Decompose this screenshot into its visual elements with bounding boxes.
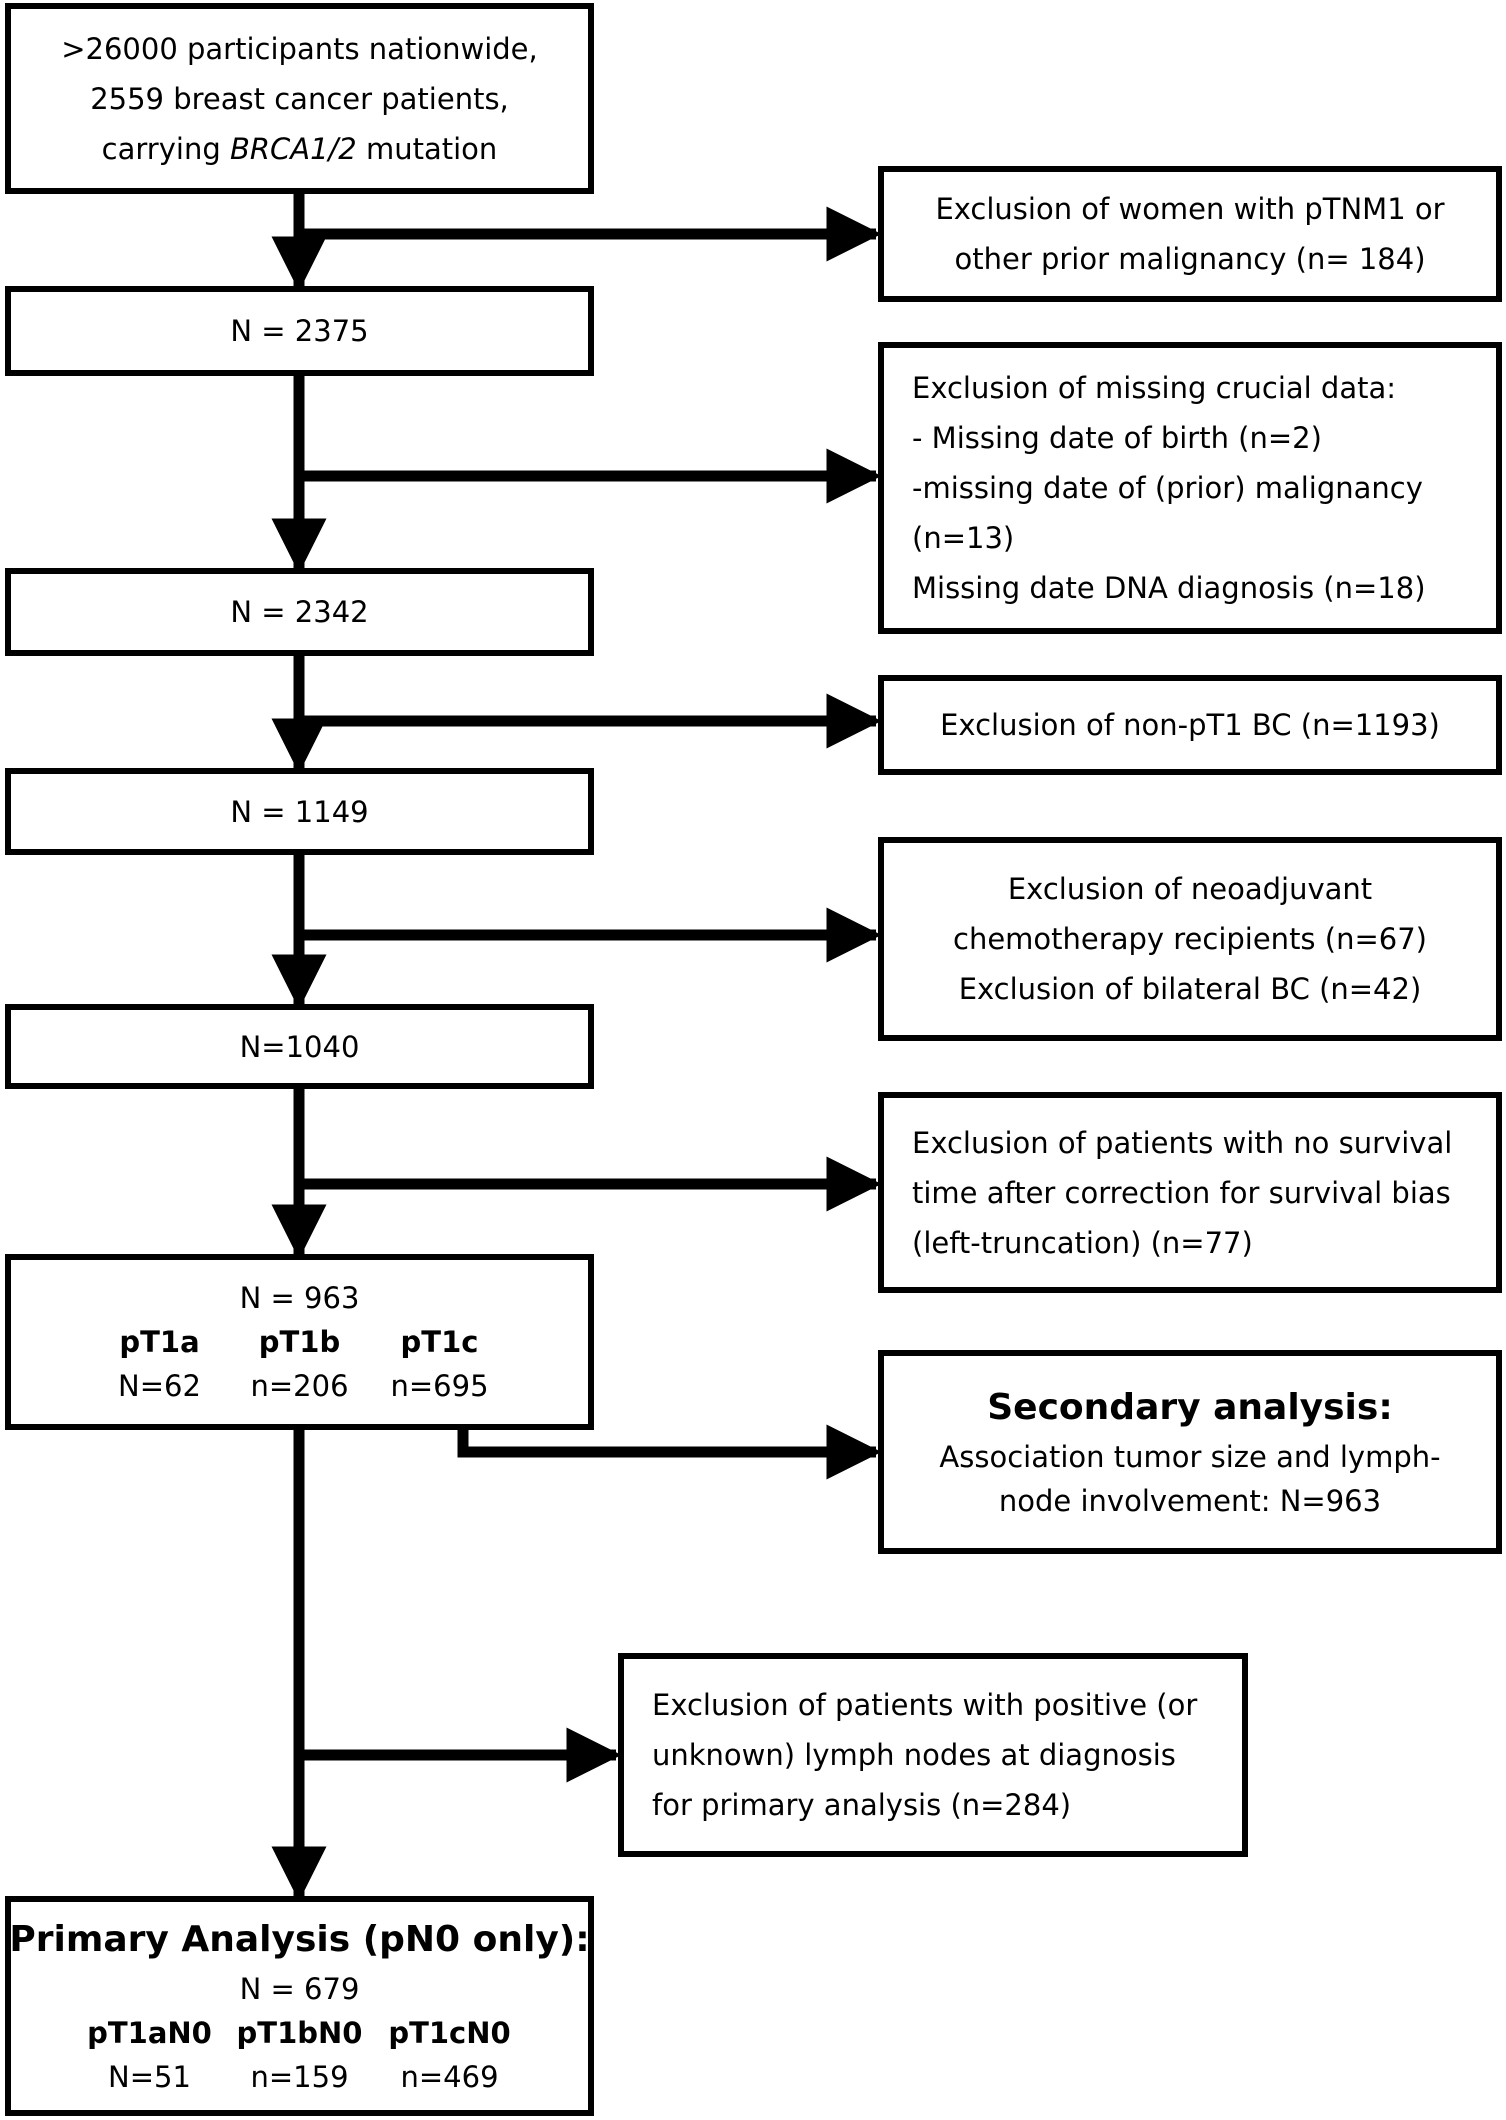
secondary-line-1: Association tumor size and lymph- bbox=[939, 1440, 1441, 1474]
count-box-963: N = 963 pT1a pT1b pT1c N=62 n=206 n=695 bbox=[5, 1254, 594, 1430]
secondary-title: Secondary analysis: bbox=[987, 1387, 1393, 1428]
excl4-line-1: Exclusion of neoadjuvant bbox=[1007, 872, 1373, 906]
excl4-line-2: chemotherapy recipients (n=67) bbox=[953, 922, 1427, 956]
exclusion-missing-data-box: Exclusion of missing crucial data: - Mis… bbox=[878, 342, 1502, 634]
header-pt1cn0: pT1cN0 bbox=[388, 2016, 511, 2050]
count-pt1bn0: n=159 bbox=[250, 2060, 349, 2094]
count-963: N = 963 bbox=[239, 1281, 360, 1315]
count-679: N = 679 bbox=[239, 1972, 360, 2006]
count-box-2375: N = 2375 bbox=[5, 286, 594, 376]
start-line-1: >26000 participants nationwide, bbox=[61, 31, 538, 66]
pt1-subgroup-counts: N=62 n=206 n=695 bbox=[90, 1364, 510, 1408]
count-box-1040: N=1040 bbox=[5, 1004, 594, 1089]
exclusion-left-truncation-box: Exclusion of patients with no survival t… bbox=[878, 1092, 1502, 1293]
secondary-line-2: node involvement: N=963 bbox=[998, 1484, 1382, 1518]
count-pt1c: n=695 bbox=[390, 1369, 489, 1403]
count-pt1cn0: n=469 bbox=[400, 2060, 499, 2094]
count-2375: N = 2375 bbox=[230, 314, 369, 348]
header-pt1a: pT1a bbox=[119, 1325, 200, 1359]
excl2-line-4: (n=13) bbox=[912, 521, 1015, 555]
excl6-line-1: Exclusion of patients with positive (or bbox=[652, 1688, 1198, 1722]
excl1-line-1: Exclusion of women with pTNM1 or bbox=[935, 192, 1445, 226]
exclusion-prior-malignancy-box: Exclusion of women with pTNM1 or other p… bbox=[878, 166, 1502, 302]
excl2-line-2: - Missing date of birth (n=2) bbox=[912, 421, 1322, 455]
excl5-line-2: time after correction for survival bias bbox=[912, 1175, 1451, 1210]
exclusion-neoadjuvant-box: Exclusion of neoadjuvant chemotherapy re… bbox=[878, 837, 1502, 1041]
pn0-subgroup-headers: pT1aN0 pT1bN0 pT1cN0 bbox=[75, 2011, 525, 2055]
excl5-line-1: Exclusion of patients with no survival bbox=[912, 1125, 1453, 1160]
exclusion-positive-nodes-box: Exclusion of patients with positive (or … bbox=[618, 1653, 1248, 1857]
primary-title: Primary Analysis (pN0 only): bbox=[9, 1919, 590, 1960]
header-pt1b: pT1b bbox=[258, 1325, 341, 1359]
primary-analysis-box: Primary Analysis (pN0 only): N = 679 pT1… bbox=[5, 1896, 594, 2116]
count-pt1a: N=62 bbox=[118, 1369, 201, 1403]
count-box-2342: N = 2342 bbox=[5, 568, 594, 656]
excl2-line-5: Missing date DNA diagnosis (n=18) bbox=[912, 571, 1426, 605]
start-line-2: 2559 breast cancer patients, bbox=[90, 81, 509, 116]
secondary-analysis-box: Secondary analysis: Association tumor si… bbox=[878, 1350, 1502, 1554]
excl2-line-3: -missing date of (prior) malignancy bbox=[912, 471, 1423, 505]
header-pt1c: pT1c bbox=[400, 1325, 479, 1359]
count-1149: N = 1149 bbox=[230, 794, 369, 829]
count-pt1b: n=206 bbox=[250, 1369, 349, 1403]
start-box: >26000 participants nationwide, 2559 bre… bbox=[5, 3, 594, 194]
count-box-1149: N = 1149 bbox=[5, 768, 594, 855]
excl6-line-2: unknown) lymph nodes at diagnosis bbox=[652, 1738, 1176, 1772]
arrow-secondary bbox=[457, 1424, 882, 1480]
excl6-line-3: for primary analysis (n=284) bbox=[652, 1788, 1072, 1822]
excl5-line-3: (left-truncation) (n=77) bbox=[912, 1225, 1253, 1260]
count-1040: N=1040 bbox=[239, 1029, 360, 1064]
gene-name: BRCA1/2 bbox=[229, 131, 357, 166]
pt1-subgroup-headers: pT1a pT1b pT1c bbox=[90, 1320, 510, 1364]
count-pt1an0: N=51 bbox=[108, 2060, 191, 2094]
header-pt1an0: pT1aN0 bbox=[87, 2016, 212, 2050]
header-pt1bn0: pT1bN0 bbox=[236, 2016, 363, 2050]
excl1-line-2: other prior malignancy (n= 184) bbox=[954, 242, 1426, 276]
excl2-line-1: Exclusion of missing crucial data: bbox=[912, 371, 1397, 405]
pn0-subgroup-counts: N=51 n=159 n=469 bbox=[75, 2055, 525, 2099]
start-line-3: carrying BRCA1/2 mutation bbox=[101, 131, 498, 166]
count-2342: N = 2342 bbox=[230, 595, 369, 629]
excl3-line: Exclusion of non-pT1 BC (n=1193) bbox=[940, 708, 1440, 742]
excl4-line-3: Exclusion of bilateral BC (n=42) bbox=[958, 972, 1422, 1006]
exclusion-non-pt1-box: Exclusion of non-pT1 BC (n=1193) bbox=[878, 675, 1502, 775]
